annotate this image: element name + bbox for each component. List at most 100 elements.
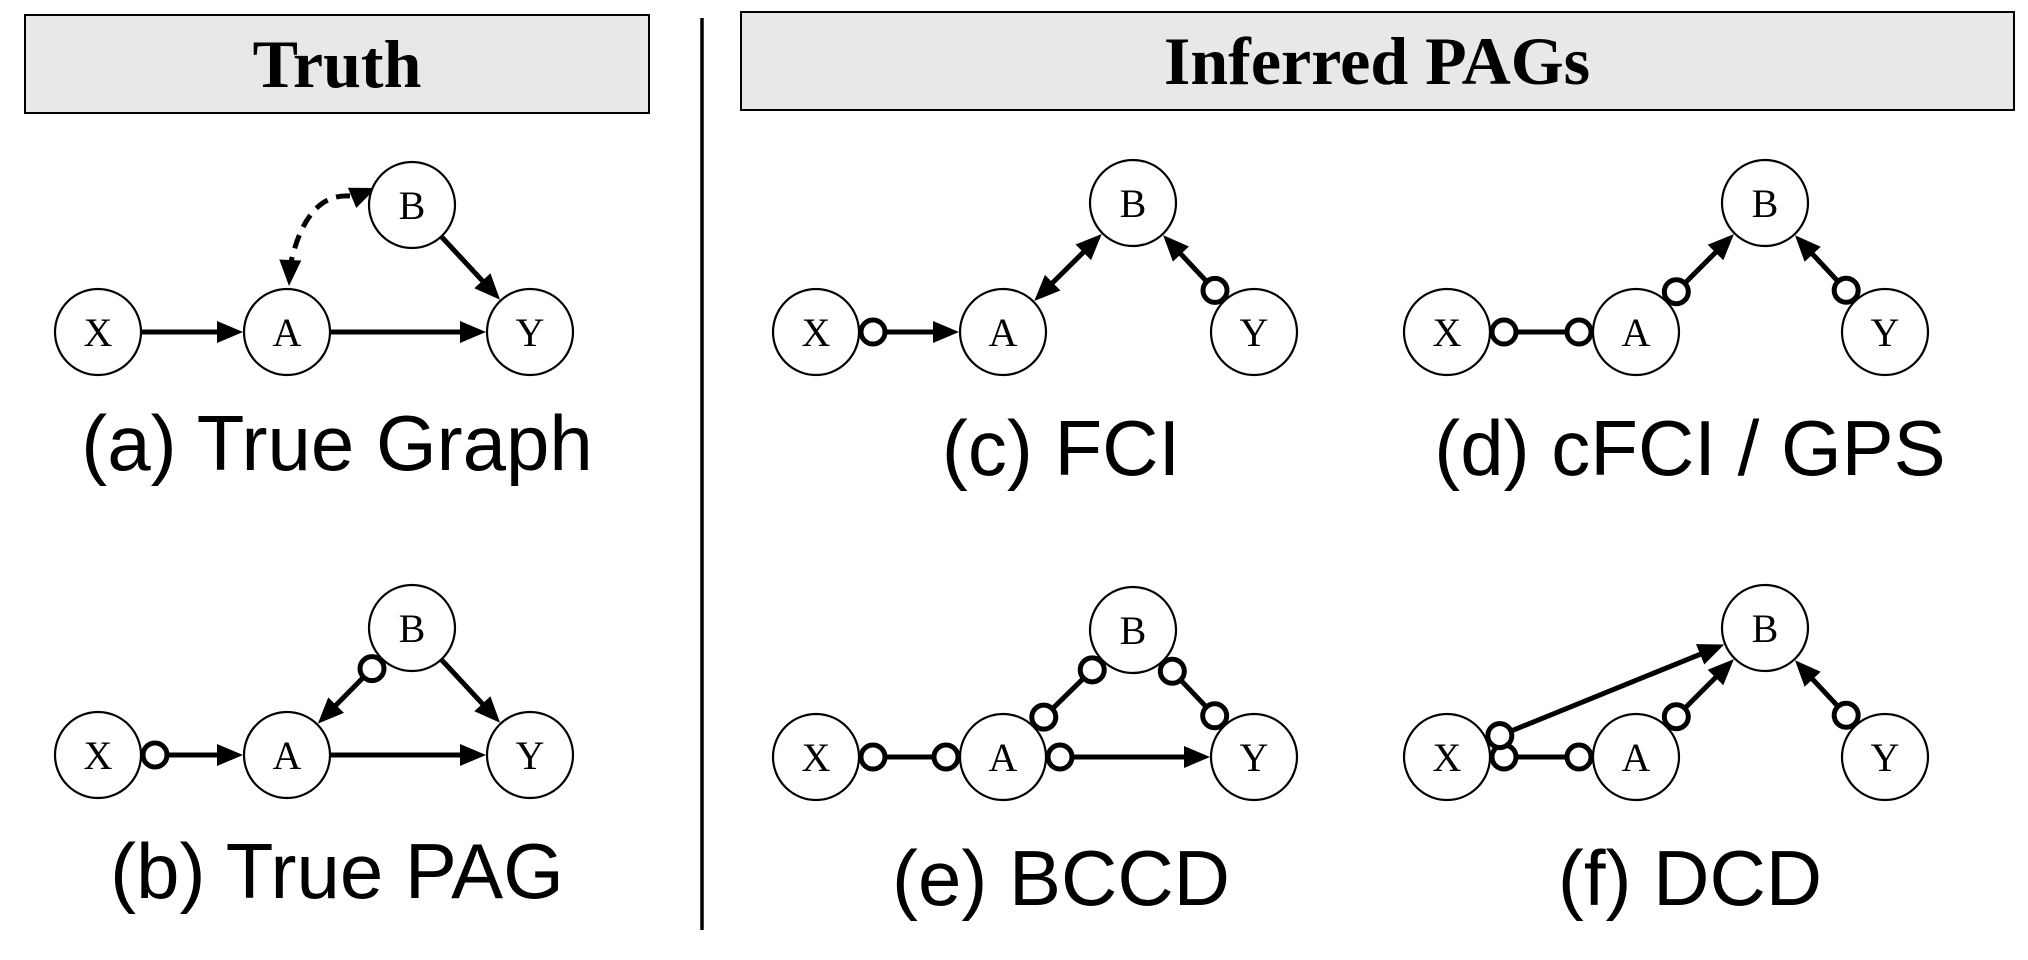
circle-mark-to bbox=[1564, 742, 1594, 772]
node-label: Y bbox=[516, 733, 545, 778]
node-label: B bbox=[1752, 181, 1779, 226]
edge-line bbox=[439, 657, 486, 707]
node-label: A bbox=[1622, 310, 1651, 355]
arrowhead-to bbox=[1163, 235, 1189, 262]
node-circle bbox=[242, 710, 332, 800]
edge-line bbox=[439, 234, 486, 284]
node-circle bbox=[1088, 158, 1178, 248]
circle-mark-to bbox=[1077, 655, 1107, 685]
node-x: X bbox=[771, 287, 861, 377]
edge-x-a bbox=[141, 321, 243, 343]
node-b: B bbox=[1088, 158, 1178, 248]
circle-mark-from bbox=[357, 654, 387, 684]
node-label: A bbox=[273, 310, 302, 355]
edge-x-a bbox=[140, 740, 243, 770]
node-a: A bbox=[1591, 287, 1681, 377]
node-label: Y bbox=[1871, 310, 1900, 355]
panel-dcd: X A B Y(f) DCD bbox=[1402, 583, 1930, 922]
node-b: B bbox=[1720, 583, 1810, 673]
node-circle bbox=[1720, 583, 1810, 673]
circle-mark-from bbox=[1661, 702, 1691, 732]
node-label: B bbox=[399, 183, 426, 228]
node-label: A bbox=[1622, 735, 1651, 780]
edge-line bbox=[1049, 249, 1087, 286]
node-x: X bbox=[1402, 287, 1492, 377]
node-label: A bbox=[273, 733, 302, 778]
edge-a-b bbox=[1034, 233, 1102, 302]
node-a: A bbox=[242, 287, 332, 377]
node-b: B bbox=[367, 160, 457, 250]
edge-line bbox=[1683, 674, 1719, 710]
edge-x-a bbox=[1489, 317, 1594, 347]
node-x: X bbox=[771, 712, 861, 802]
node-label: X bbox=[802, 735, 831, 780]
node-b: B bbox=[367, 583, 457, 673]
node-circle bbox=[958, 287, 1048, 377]
edge-x-a bbox=[1489, 742, 1594, 772]
arrowhead-to bbox=[317, 697, 344, 724]
circle-mark-to bbox=[931, 742, 961, 772]
node-circle bbox=[1840, 712, 1930, 802]
edge-line bbox=[1509, 651, 1703, 734]
node-circle bbox=[242, 287, 332, 377]
node-y: Y bbox=[1840, 712, 1930, 802]
circle-mark-from bbox=[1200, 275, 1230, 305]
node-label: X bbox=[84, 310, 113, 355]
edge-b-a bbox=[279, 187, 376, 286]
node-x: X bbox=[53, 287, 143, 377]
arrowhead-to bbox=[1184, 746, 1210, 768]
node-label: B bbox=[1752, 606, 1779, 651]
node-label: Y bbox=[1240, 310, 1269, 355]
edge-line bbox=[1809, 251, 1840, 284]
edge-line bbox=[1177, 250, 1209, 284]
circle-mark-from bbox=[1661, 277, 1691, 307]
node-a: A bbox=[1591, 712, 1681, 802]
node-a: A bbox=[242, 710, 332, 800]
edge-line bbox=[1178, 678, 1209, 709]
dashed-edge-line bbox=[288, 193, 351, 263]
node-label: Y bbox=[1240, 735, 1269, 780]
node-circle bbox=[1720, 158, 1810, 248]
arrowhead-to bbox=[933, 321, 959, 343]
edge-x-a bbox=[858, 742, 961, 772]
node-circle bbox=[367, 160, 457, 250]
node-label: X bbox=[1433, 735, 1462, 780]
panel-caption: (f) DCD bbox=[1558, 834, 1822, 922]
node-a: A bbox=[958, 287, 1048, 377]
node-circle bbox=[1840, 287, 1930, 377]
node-b: B bbox=[1088, 585, 1178, 675]
edge-line bbox=[1809, 676, 1840, 709]
inferred-header: Inferred PAGs bbox=[740, 11, 2015, 111]
edge-a-y bbox=[1045, 742, 1210, 772]
node-circle bbox=[1402, 712, 1492, 802]
arrowhead-to bbox=[1794, 235, 1821, 262]
edge-line bbox=[1683, 249, 1719, 285]
edge-y-b bbox=[1794, 235, 1861, 305]
edge-b-y bbox=[439, 657, 501, 723]
circle-mark-from bbox=[1831, 275, 1861, 305]
node-circle bbox=[485, 287, 575, 377]
circle-mark-from bbox=[140, 740, 170, 770]
edge-b-a bbox=[317, 654, 387, 724]
arrowhead-to bbox=[460, 321, 486, 343]
arrowhead-to bbox=[460, 744, 486, 766]
node-y: Y bbox=[485, 710, 575, 800]
circle-mark-from bbox=[1029, 702, 1059, 732]
node-circle bbox=[367, 583, 457, 673]
node-circle bbox=[1591, 287, 1681, 377]
node-label: A bbox=[989, 735, 1018, 780]
truth-header-box bbox=[24, 14, 650, 114]
inferred-header-label: Inferred PAGs bbox=[1164, 23, 1590, 99]
node-a: A bbox=[958, 712, 1048, 802]
node-x: X bbox=[1402, 712, 1492, 802]
arrowhead-to bbox=[474, 696, 501, 723]
circle-mark-from bbox=[858, 742, 888, 772]
edge-line bbox=[332, 675, 366, 709]
node-x: X bbox=[53, 710, 143, 800]
node-y: Y bbox=[1840, 287, 1930, 377]
